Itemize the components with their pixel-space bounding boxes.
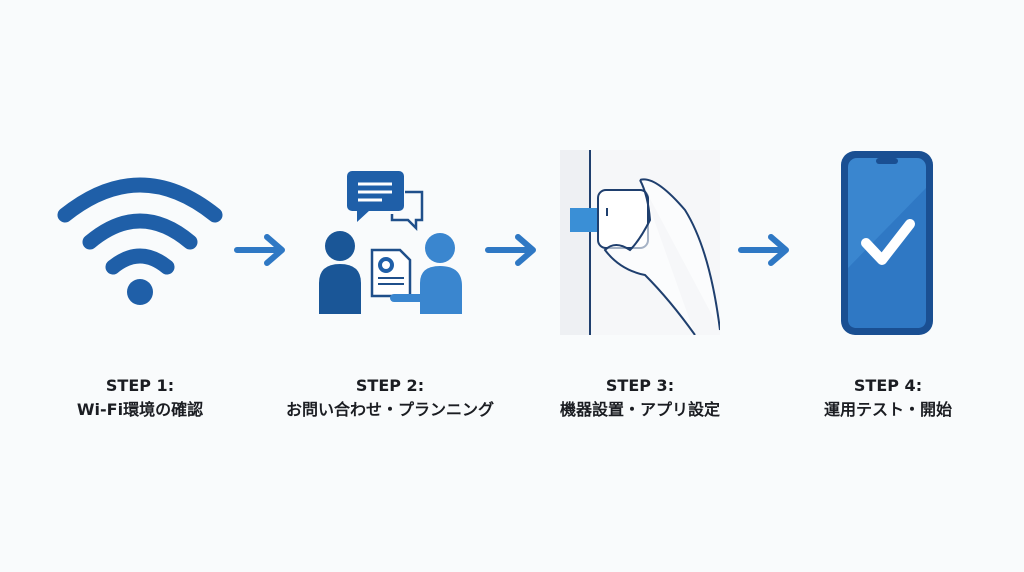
arrow-icon (234, 234, 285, 266)
device-install-icon (560, 150, 720, 335)
wifi-icon (57, 177, 223, 305)
step-title: Wi-Fi環境の確認 (76, 400, 204, 419)
step-title: お問い合わせ・プランニング (285, 400, 494, 419)
arrow-icon (738, 234, 789, 266)
step-4-label: STEP 4: 運用テスト・開始 (768, 375, 1008, 423)
step-3-label: STEP 3: 機器設置・アプリ設定 (520, 375, 760, 423)
step-number: STEP 2: (355, 376, 425, 395)
step-2-label: STEP 2: お問い合わせ・プランニング (270, 375, 510, 423)
step-title: 運用テスト・開始 (823, 400, 952, 419)
smartphone-check-icon (841, 151, 933, 335)
arrow-icon (485, 234, 536, 266)
step-number: STEP 3: (605, 376, 675, 395)
step-1-label: STEP 1: Wi-Fi環境の確認 (20, 375, 260, 423)
step-number: STEP 4: (853, 376, 923, 395)
step-title: 機器設置・アプリ設定 (559, 400, 720, 419)
step-number: STEP 1: (105, 376, 175, 395)
consultation-icon (319, 171, 462, 314)
